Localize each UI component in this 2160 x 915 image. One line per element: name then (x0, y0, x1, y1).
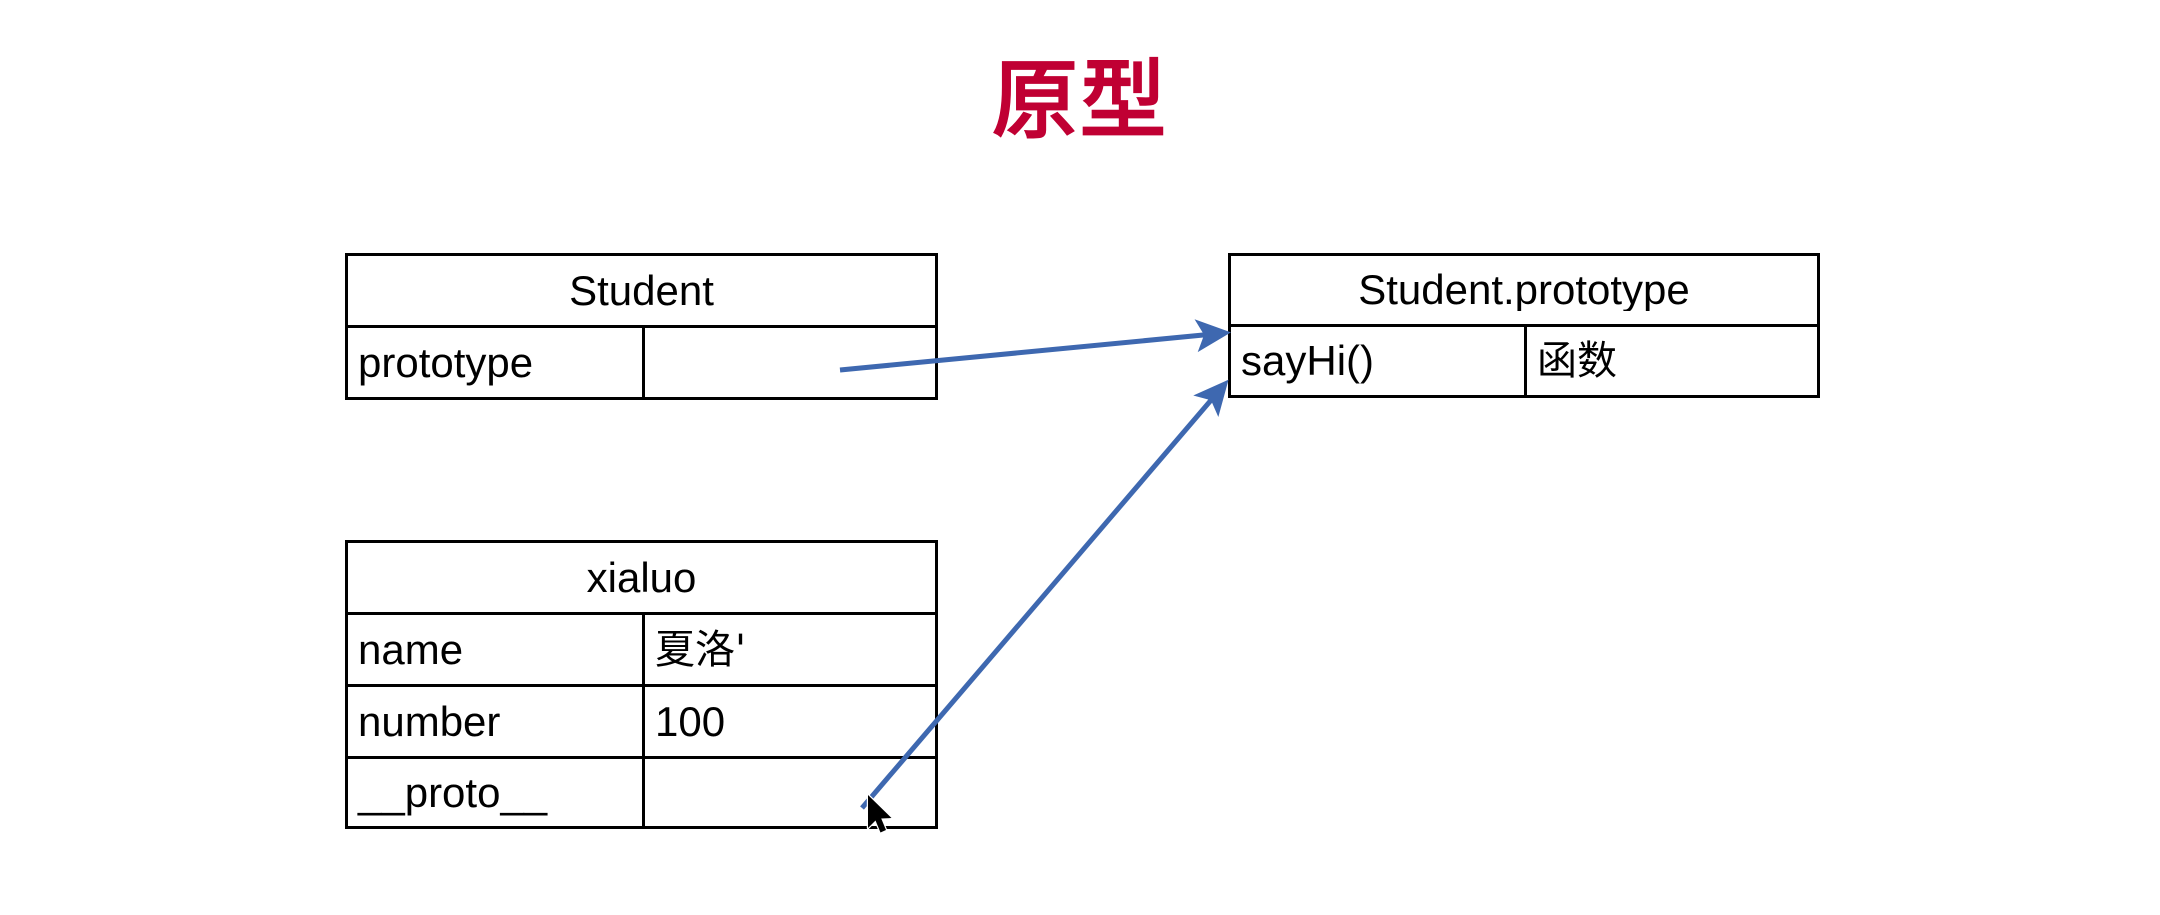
student-object-table: Student prototype (345, 253, 938, 400)
mouse-pointer-icon (866, 793, 893, 834)
xialuo-row-0-key: name (348, 615, 645, 684)
table-header-row: Student (348, 256, 935, 328)
xialuo-row-1-value: 100 (655, 697, 726, 745)
student-row-0-key: prototype (348, 328, 645, 397)
student-prototype-object-table: Student.prototype sayHi() 函数 (1228, 253, 1820, 398)
xialuo-row-1-key: number (348, 687, 645, 756)
table-row: __proto__ (348, 759, 935, 826)
page-title: 原型 (992, 53, 1168, 149)
student-prototype-table-title: Student.prototype (1358, 269, 1690, 311)
table-row: prototype (348, 328, 935, 397)
table-row: sayHi() 函数 (1231, 327, 1817, 395)
student-prototype-row-0-key: sayHi() (1231, 327, 1527, 395)
xialuo-object-table: xialuo name 夏洛' number 100 __proto__ (345, 540, 938, 829)
table-row: number 100 (348, 687, 935, 759)
xialuo-row-0-value: 夏洛' (655, 626, 746, 673)
table-header-row: Student.prototype (1231, 256, 1817, 327)
xialuo-row-2-key: __proto__ (348, 759, 645, 826)
table-header-row: xialuo (348, 543, 935, 615)
student-prototype-row-0-value: 函数 (1537, 338, 1617, 384)
student-table-title: Student (569, 269, 714, 312)
student-row-0-value (645, 328, 935, 397)
table-row: name 夏洛' (348, 615, 935, 687)
xialuo-table-title: xialuo (586, 556, 697, 599)
